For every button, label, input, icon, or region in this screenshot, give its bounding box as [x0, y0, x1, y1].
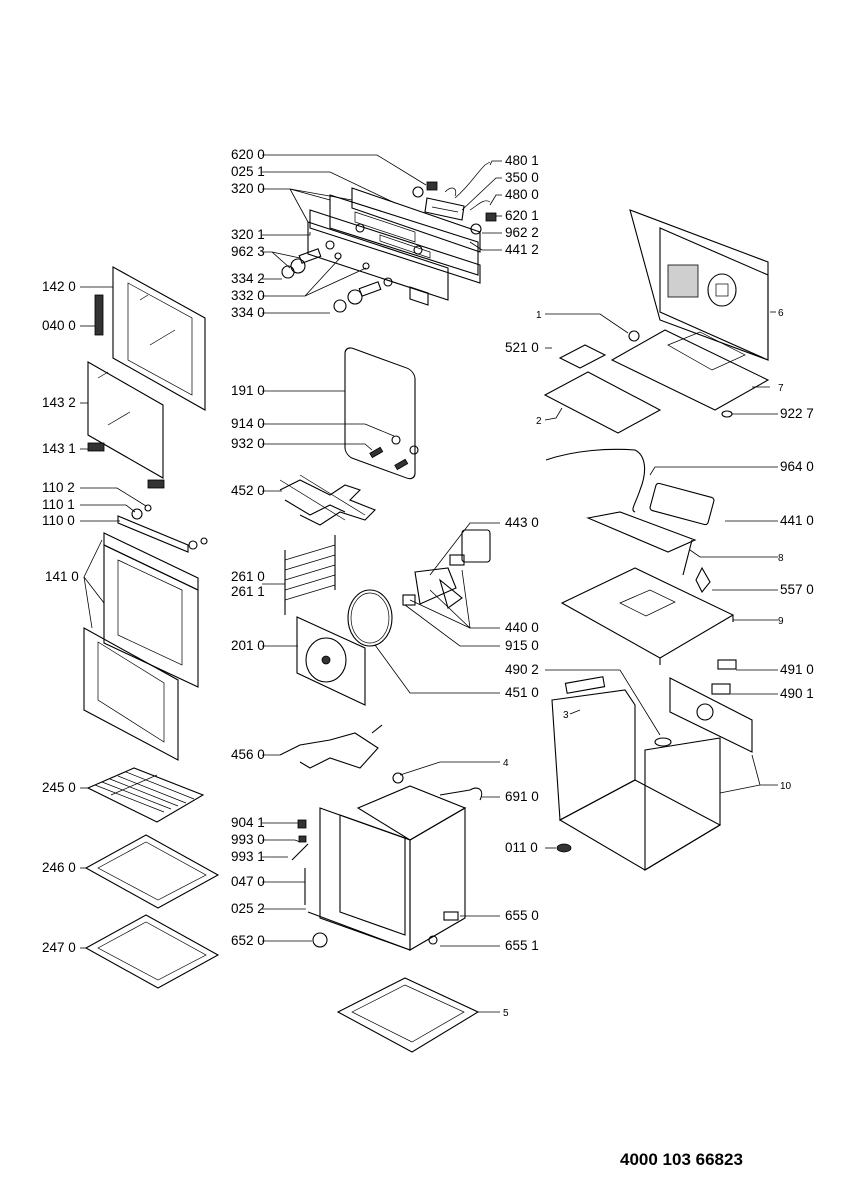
leader-lines-top [262, 154, 502, 314]
callout-334-0: 334 0 [231, 305, 265, 320]
wire-shelf [86, 767, 205, 823]
callout-9: 9 [778, 616, 784, 627]
callout-655-1: 655 1 [505, 938, 539, 953]
callout-962-2: 962 2 [505, 225, 539, 240]
bottom-panel [560, 567, 735, 665]
callout-521-0: 521 0 [505, 340, 539, 355]
callout-490-1: 490 1 [780, 686, 814, 701]
fan-cover [296, 616, 366, 706]
callout-191-0: 191 0 [231, 383, 265, 398]
callout-332-0: 332 0 [231, 288, 265, 303]
callout-8: 8 [778, 553, 784, 564]
callout-247-0: 247 0 [42, 940, 76, 955]
leader-lines-left [80, 286, 147, 949]
callout-334-2: 334 2 [231, 271, 265, 286]
callout-904-1: 904 1 [231, 815, 265, 830]
door-assembly [83, 266, 208, 761]
callout-6: 6 [778, 308, 784, 319]
callout-7: 7 [778, 383, 784, 394]
callout-655-0: 655 0 [505, 908, 539, 923]
callout-261-1: 261 1 [231, 584, 265, 599]
oven-cavity [291, 772, 483, 951]
callout-490-2: 490 2 [505, 662, 539, 677]
callout-915-0: 915 0 [505, 638, 539, 653]
callout-143-1: 143 1 [42, 441, 76, 456]
callout-246-0: 246 0 [42, 860, 76, 875]
side-rails [284, 535, 336, 615]
leader-lines-right-top [544, 311, 778, 421]
callout-456-0: 456 0 [231, 747, 265, 762]
callout-261-0: 261 0 [231, 569, 265, 584]
control-panel-assembly [281, 161, 497, 313]
callout-652-0: 652 0 [231, 933, 265, 948]
cooling-fan-assembly [545, 448, 715, 594]
callout-441-0: 441 0 [780, 513, 814, 528]
back-panel [629, 209, 769, 361]
callout-320-0: 320 0 [231, 181, 265, 196]
callout-201-0: 201 0 [231, 638, 265, 653]
callout-914-0: 914 0 [231, 416, 265, 431]
callout-964-0: 964 0 [780, 459, 814, 474]
callout-320-1: 320 1 [231, 227, 265, 242]
callout-025-2: 025 2 [231, 901, 265, 916]
callout-141-0: 141 0 [45, 569, 79, 584]
callout-110-2: 110 2 [42, 480, 75, 495]
leader-lines-cavity [262, 761, 500, 947]
top-panel [543, 329, 770, 434]
callout-451-0: 451 0 [505, 685, 539, 700]
callout-143-2: 143 2 [42, 395, 76, 410]
callout-047-0: 047 0 [231, 874, 265, 889]
callout-142-0: 142 0 [42, 279, 76, 294]
callout-480-1: 480 1 [505, 153, 539, 168]
callout-557-0: 557 0 [780, 582, 814, 597]
callout-993-0: 993 0 [231, 832, 265, 847]
callout-962-3: 962 3 [231, 244, 265, 259]
bottom-element-cover [336, 977, 500, 1053]
fan-motor-assembly [402, 529, 491, 609]
callout-443-0: 443 0 [505, 515, 539, 530]
callout-1: 1 [536, 310, 542, 321]
baking-tray [84, 834, 220, 909]
callout-491-0: 491 0 [780, 662, 814, 677]
callout-922-7: 922 7 [780, 406, 814, 421]
callout-441-2: 441 2 [505, 242, 539, 257]
leader-lines-center [262, 390, 500, 756]
callout-480-0: 480 0 [505, 187, 539, 202]
callout-110-0: 110 0 [42, 513, 75, 528]
callout-10: 10 [780, 781, 792, 792]
callout-5: 5 [503, 1008, 509, 1019]
callout-620-0: 620 0 [231, 147, 265, 162]
lower-element [279, 724, 383, 769]
callout-011-0: 011 0 [505, 840, 538, 855]
callout-4: 4 [503, 758, 509, 769]
callout-620-1: 620 1 [505, 208, 539, 223]
leader-lines-right-bottom [545, 669, 778, 849]
callout-932-0: 932 0 [231, 436, 265, 451]
door-seal [344, 347, 416, 480]
drip-pan [84, 914, 220, 989]
callout-245-0: 245 0 [42, 780, 76, 795]
callout-040-0: 040 0 [42, 318, 76, 333]
callout-691-0: 691 0 [505, 789, 539, 804]
grill-element [279, 435, 419, 526]
document-number: 4000 103 66823 [620, 1150, 743, 1169]
callout-025-1: 025 1 [231, 164, 265, 179]
callout-110-1: 110 1 [42, 497, 75, 512]
callout-440-0: 440 0 [505, 620, 539, 635]
callout-350-0: 350 0 [505, 170, 539, 185]
outer-casing [551, 659, 753, 871]
callout-3: 3 [563, 710, 569, 721]
circular-element [347, 589, 393, 647]
leader-lines-right-mid [649, 466, 778, 621]
callout-2: 2 [536, 416, 542, 427]
callout-993-1: 993 1 [231, 849, 265, 864]
callout-452-0: 452 0 [231, 483, 265, 498]
